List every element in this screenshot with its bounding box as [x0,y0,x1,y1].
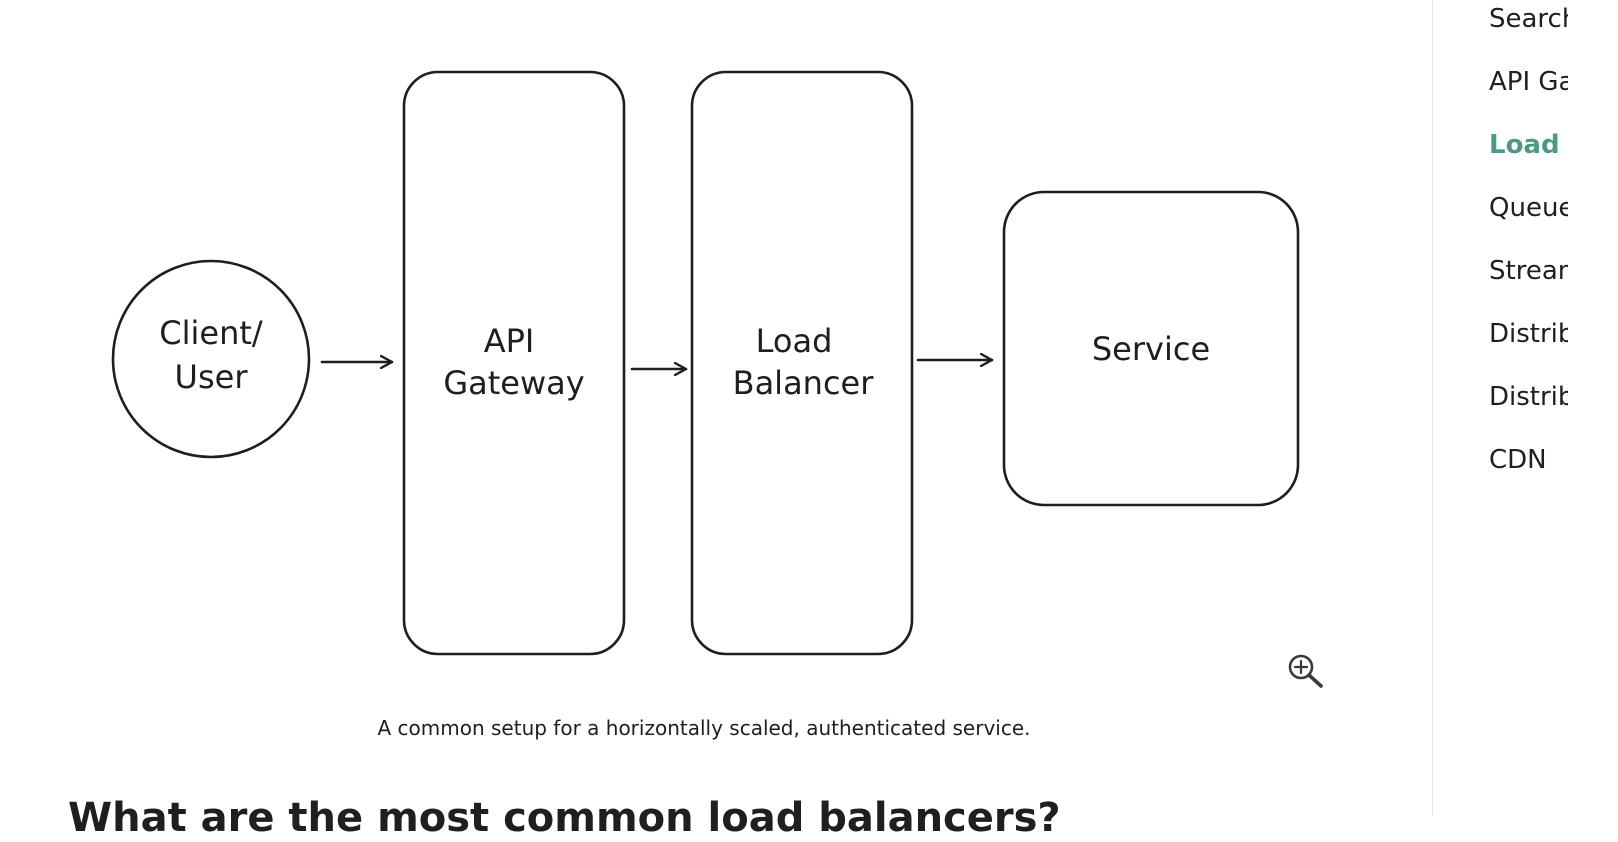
zoom-in-icon [1288,654,1323,688]
architecture-diagram: Client/ User API Gateway Load Balancer S… [111,70,1300,656]
toc-item-streams[interactable]: Streams [1489,256,1568,286]
toc-item-load-balancer[interactable]: Load Balancer [1489,130,1568,160]
page: Client/ User API Gateway Load Balancer S… [68,0,1568,838]
toc-item-distributed-lock[interactable]: Distributed Lock [1489,319,1568,349]
zoom-in-button[interactable] [1284,651,1328,691]
section-heading: What are the most common load balancers? [68,795,1061,841]
api-gateway-label-line-1: API [484,322,535,360]
service-label: Service [1092,330,1210,368]
toc-item-queue[interactable]: Queue [1489,193,1568,223]
sidebar-divider [1432,0,1433,816]
api-gateway-node: API Gateway [402,70,626,656]
load-balancer-label-line-2: Balancer [733,364,875,402]
client-user-label-line-2: User [175,358,249,396]
toc-item-api-gateway[interactable]: API Gateway [1489,67,1568,97]
figure-caption: A common setup for a horizontally scaled… [377,716,1031,740]
toc-item-distributed-cache[interactable]: Distributed Cache [1489,382,1568,412]
client-user-label-line-1: Client/ [159,314,263,352]
api-gateway-label-line-2: Gateway [443,364,584,402]
table-of-contents: Search API Gateway Load Balancer Queue S… [1489,0,1568,816]
client-user-node: Client/ User [111,259,311,459]
toc-item-search[interactable]: Search [1489,4,1568,34]
load-balancer-node: Load Balancer [690,70,914,656]
load-balancer-label-line-1: Load [756,322,833,360]
toc-item-cdn[interactable]: CDN [1489,445,1547,475]
service-node: Service [1002,190,1300,507]
